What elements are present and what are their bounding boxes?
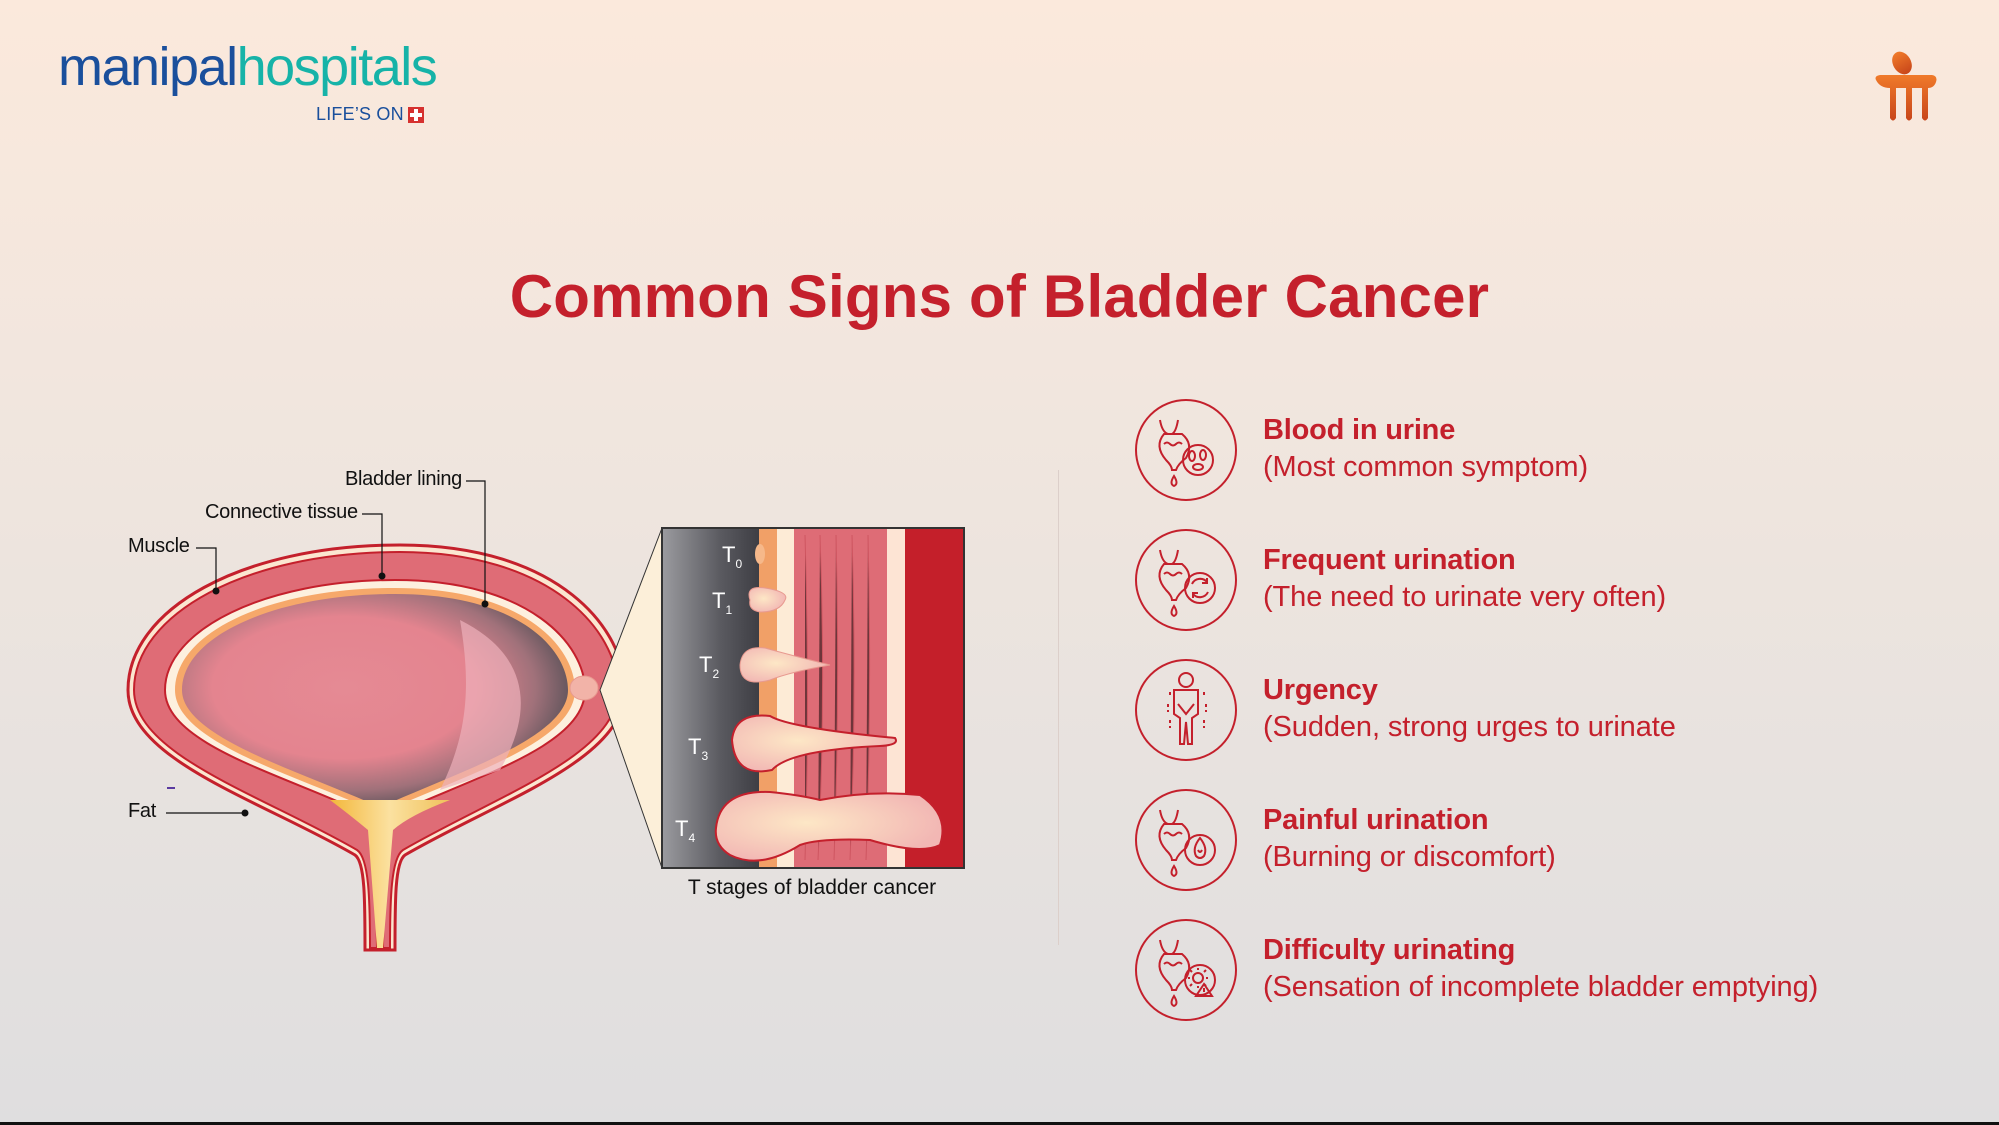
difficulty-urinating-icon [1135, 919, 1237, 1021]
symptom-title: Difficulty urinating [1263, 934, 1516, 966]
manipal-hospitals-logo: manipalhospitals LIFE’S ON [58, 37, 438, 124]
divider [1058, 470, 1059, 945]
label-muscle: Muscle [128, 535, 190, 557]
urgency-icon [1135, 659, 1237, 761]
label-fat: Fat [128, 800, 156, 822]
symptom-blood-in-urine: Blood in urine (Most common symptom) [1134, 398, 1934, 528]
bottom-border [0, 1122, 1999, 1125]
blood-in-urine-icon [1135, 399, 1237, 501]
page-title: Common Signs of Bladder Cancer [509, 263, 1490, 330]
frequent-urination-icon [1135, 529, 1237, 631]
symptoms-list: Blood in urine (Most common symptom) Fre… [1134, 398, 1934, 1048]
symptom-title: Painful urination [1263, 804, 1489, 836]
symptom-desc: (The need to urinate very often) [1263, 581, 1667, 613]
symptom-frequent-urination: Frequent urination (The need to urinate … [1134, 528, 1934, 658]
symptom-painful-urination: Painful urination (Burning or discomfort… [1134, 788, 1934, 918]
symptom-title: Frequent urination [1263, 544, 1516, 576]
symptom-title: Urgency [1263, 674, 1378, 706]
label-connective-tissue: Connective tissue [205, 501, 358, 523]
inset-caption: T stages of bladder cancer [687, 876, 937, 899]
logo-tagline: LIFE’S ON [316, 104, 424, 125]
symptom-desc: (Burning or discomfort) [1263, 841, 1556, 873]
symptom-urgency: Urgency (Sudden, strong urges to urinate [1134, 658, 1934, 788]
symptom-difficulty-urinating: Difficulty urinating (Sensation of incom… [1134, 918, 1934, 1048]
symptom-desc: (Most common symptom) [1263, 451, 1588, 483]
symptom-title: Blood in urine [1263, 414, 1456, 446]
painful-urination-icon [1135, 789, 1237, 891]
symptom-desc: (Sudden, strong urges to urinate [1263, 711, 1676, 743]
t-stages-inset: T0 T1 T2 T3 T4 [661, 527, 965, 869]
brand-mark-icon [1875, 51, 1937, 121]
symptom-desc: (Sensation of incomplete bladder emptyin… [1263, 971, 1819, 1003]
label-bladder-lining: Bladder lining [345, 468, 462, 490]
bladder-diagram: T0 T1 T2 T3 T4 Bladder lining Connective… [126, 468, 965, 952]
bladder-illustration: T0 T1 T2 T3 T4 [126, 480, 965, 952]
logo-wordmark: manipalhospitals [58, 37, 438, 97]
red-cross-icon [407, 106, 424, 123]
